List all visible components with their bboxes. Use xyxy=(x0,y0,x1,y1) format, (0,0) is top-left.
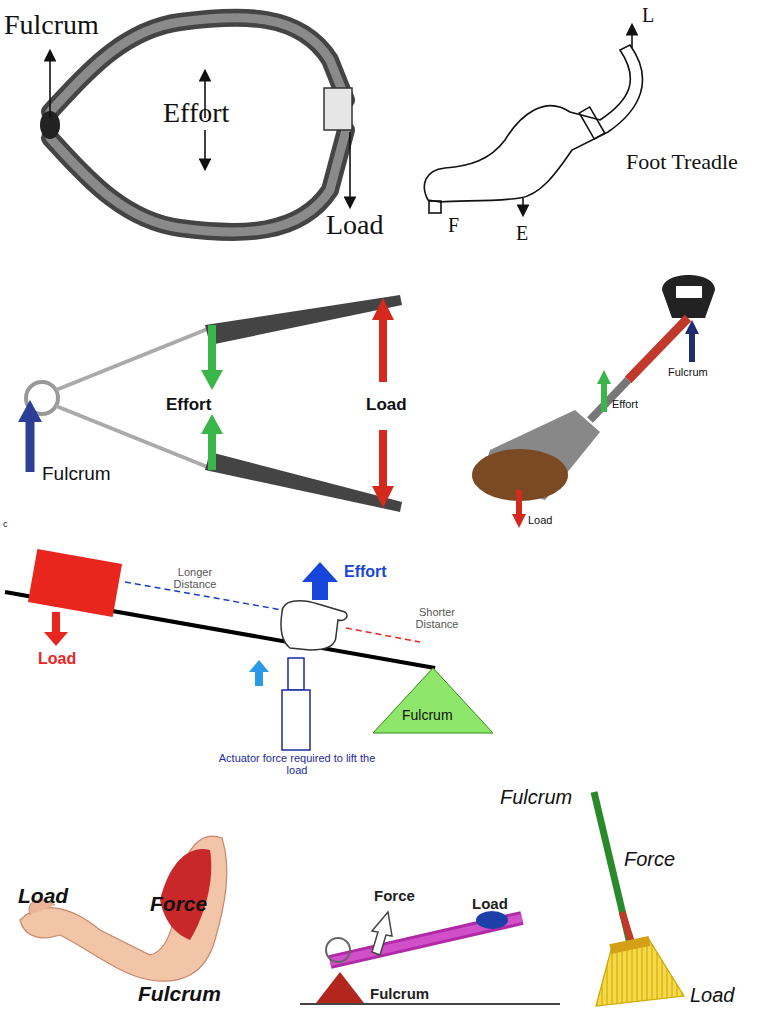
load-label: Load xyxy=(366,396,407,415)
fulcrum-label: Fulcrum xyxy=(500,786,572,808)
effort-letter: E xyxy=(516,222,528,244)
seesaw xyxy=(300,911,560,1004)
effort-label: Effort xyxy=(166,396,211,415)
fulcrum-label: Fulcrum xyxy=(370,986,429,1003)
load-label: Load xyxy=(528,514,552,526)
figure-letter: c xyxy=(3,520,8,530)
foot-treadle xyxy=(424,26,642,214)
lever-diagram xyxy=(5,549,493,750)
effort-label: Effort xyxy=(163,98,229,129)
force-label: Force xyxy=(374,888,415,905)
fulcrum-label: Fulcrum xyxy=(668,366,708,378)
effort-label: Effort xyxy=(344,563,387,581)
figure-title: Foot Treadle xyxy=(626,150,738,174)
tongs-outline xyxy=(40,18,352,232)
broom xyxy=(594,792,684,1006)
fulcrum-label: Fulcrum xyxy=(4,10,99,41)
load-letter: L xyxy=(642,4,654,26)
fulcrum-label: Fulcrum xyxy=(402,708,453,723)
load-label: Load xyxy=(472,896,508,913)
force-label: Force xyxy=(150,892,207,915)
force-label: Force xyxy=(624,848,675,870)
fulcrum-label: Fulcrum xyxy=(42,464,111,485)
fulcrum-letter: F xyxy=(448,214,459,236)
load-label: Load xyxy=(326,210,384,241)
actuator-label: Actuator force required to lift the load xyxy=(212,752,382,776)
effort-label: Effort xyxy=(612,398,638,410)
load-label: Load xyxy=(690,984,735,1006)
load-label: Load xyxy=(18,884,68,907)
fulcrum-label: Fulcrum xyxy=(138,982,221,1005)
distance-label: Shorter Distance xyxy=(402,606,472,630)
distance-label: Longer Distance xyxy=(160,566,230,590)
shovel xyxy=(472,275,715,501)
load-label: Load xyxy=(38,650,76,668)
arm xyxy=(20,836,227,981)
tongs-colored xyxy=(26,295,402,512)
